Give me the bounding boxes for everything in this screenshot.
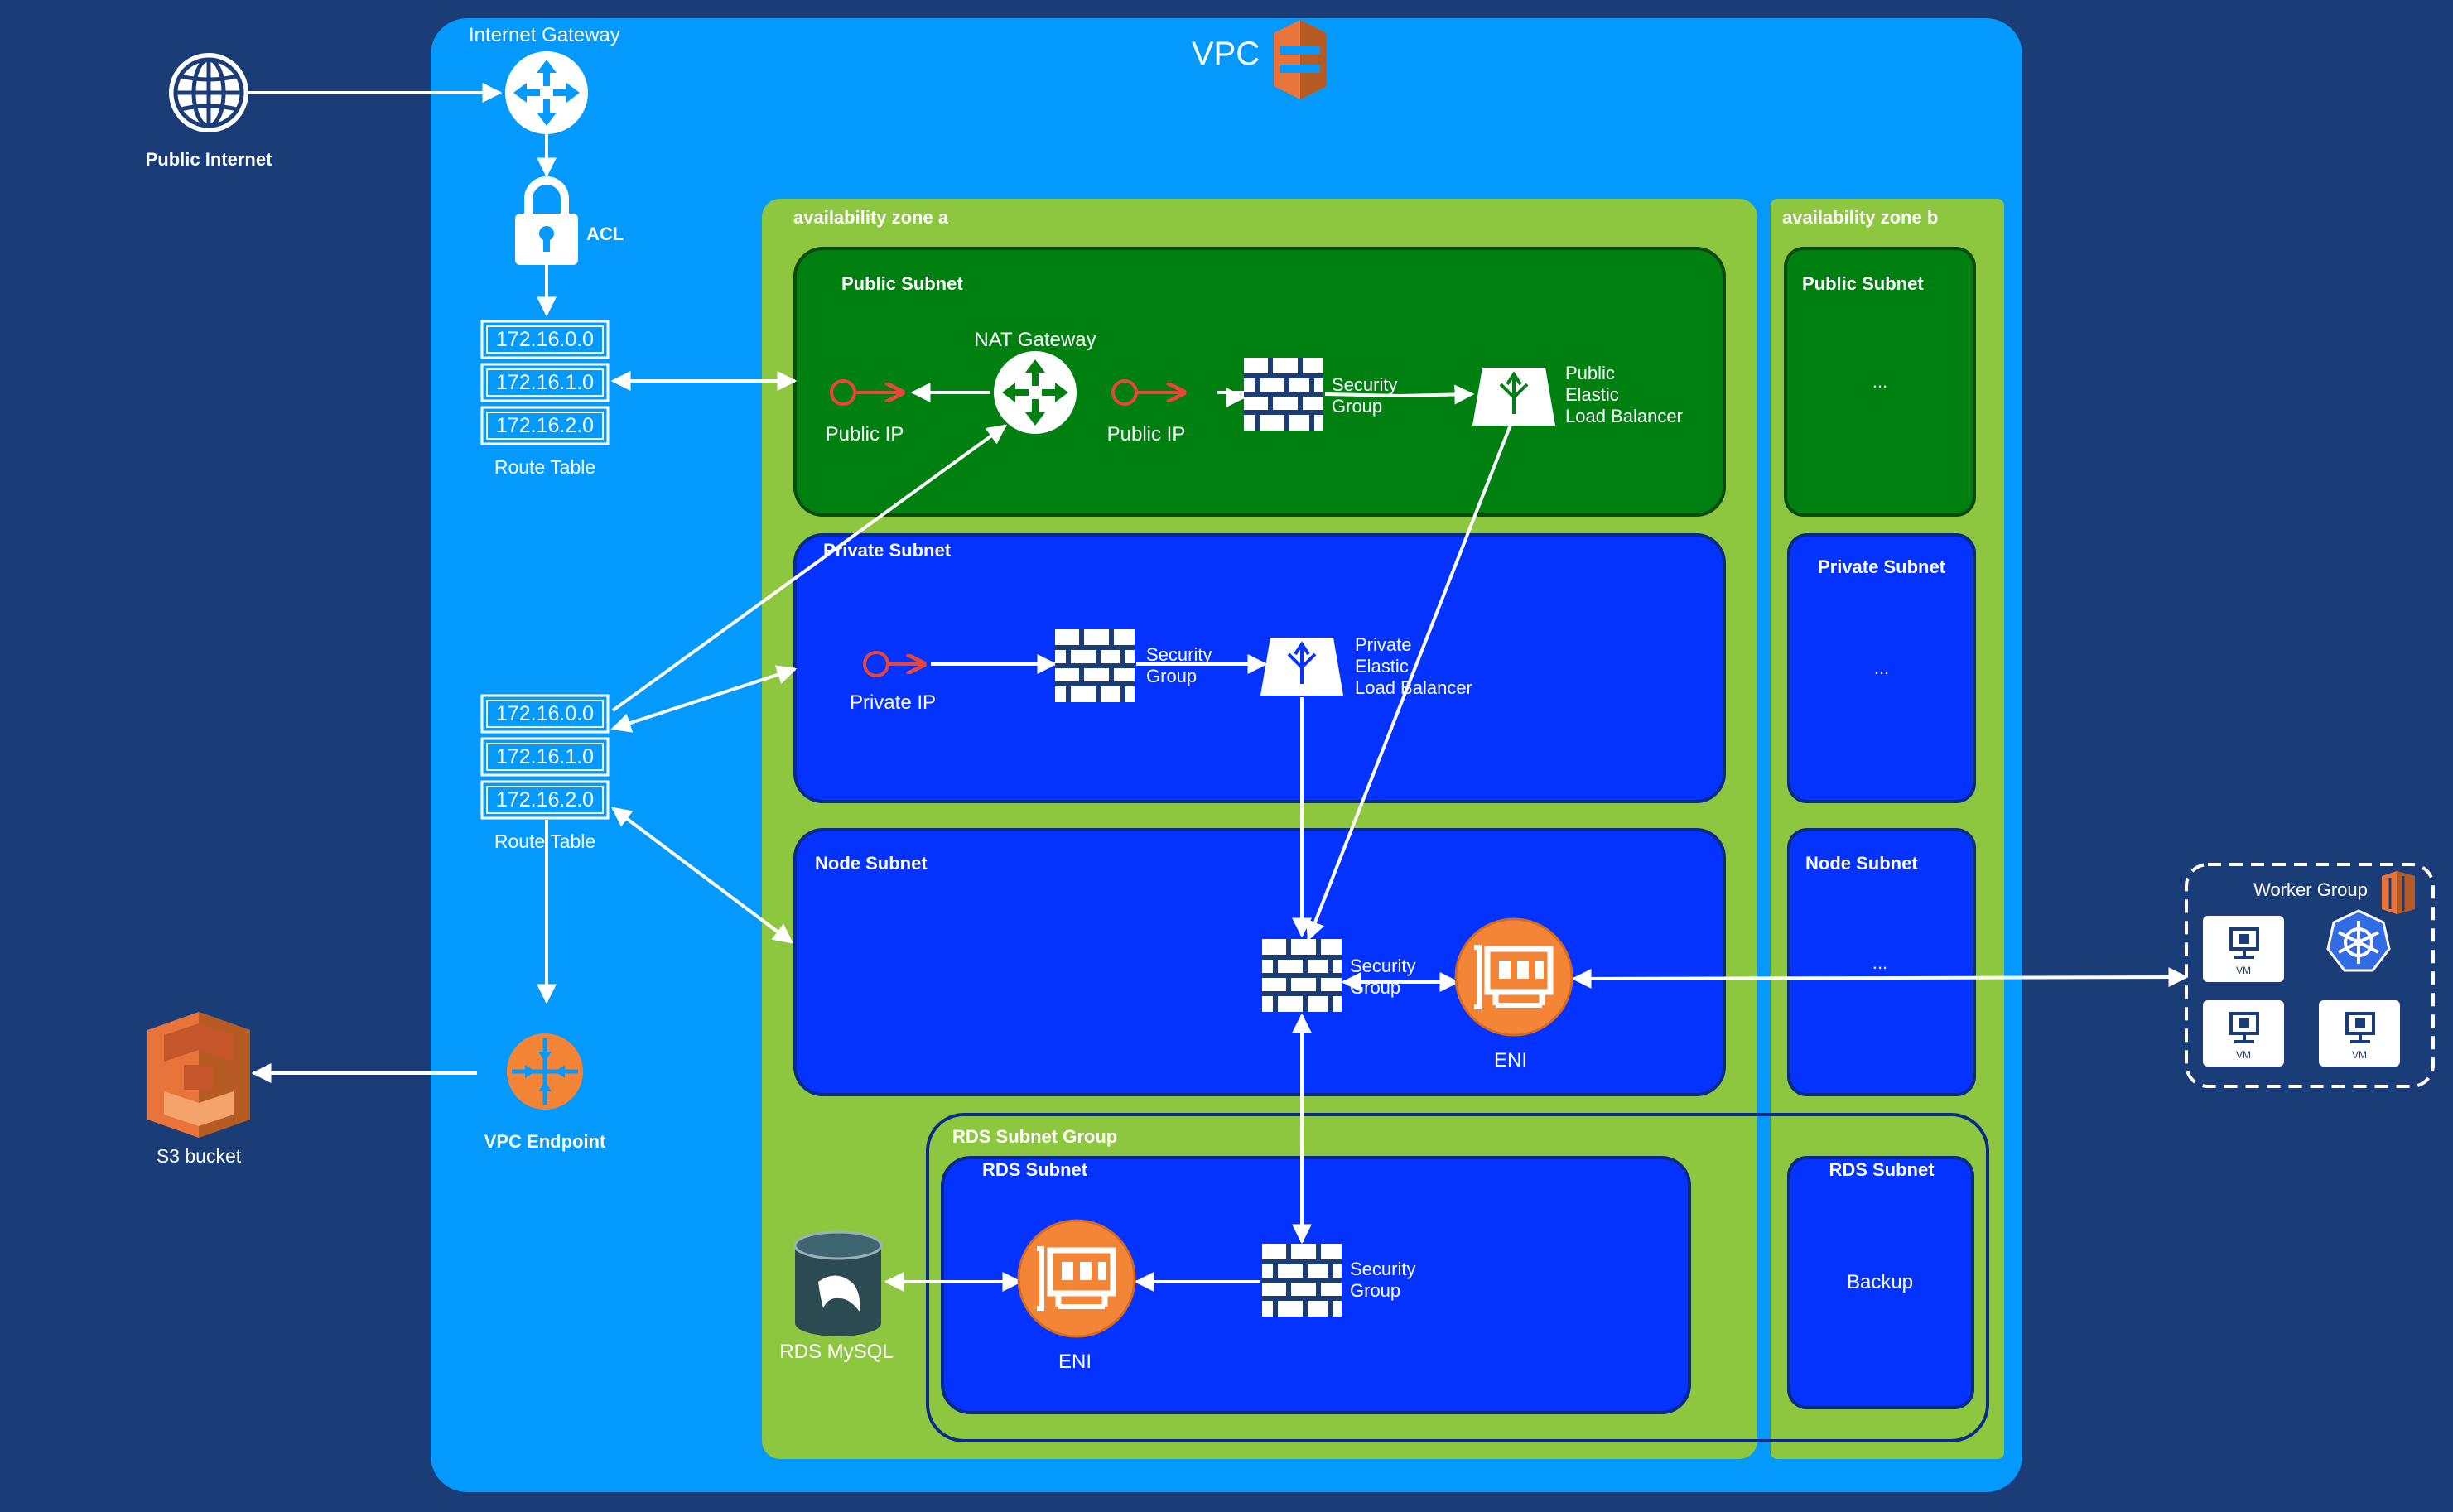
worker-group-label: Worker Group [2253,879,2368,900]
internet-gateway-label: Internet Gateway [469,24,620,46]
globe-icon [169,53,248,132]
vm-icon: VM [2317,999,2402,1068]
public-ip-2-label: Public IP [1107,423,1186,445]
vm-label: VM [2236,965,2251,976]
private-load-balancer-label: Private Elastic Load Balancer [1355,634,1472,698]
node-eni-label: ENI [1494,1049,1527,1071]
public-ip-1-label: Public IP [826,423,904,445]
public-load-balancer-label: Public Elastic Load Balancer [1565,363,1683,426]
database-icon [793,1230,883,1336]
public-subnet-b-content: ... [1872,371,1887,392]
connections [248,83,2189,1292]
worker-group-icon [2382,871,2415,914]
vm-icon: VM [2201,999,2286,1068]
kubernetes-icon [2326,909,2391,972]
security-group-line-1: Security [1332,374,1397,395]
nat-gateway-label: NAT Gateway [974,329,1096,351]
public-subnet-b-label: Public Subnet [1802,273,1924,294]
node-security-group-label: Security Group [1350,956,1421,998]
lock-icon [515,176,578,265]
rds-subnet-a-label: RDS Subnet [982,1159,1088,1180]
vm-label: VM [2352,1049,2367,1061]
private-subnet-a [793,533,1726,803]
public-security-group-label: Security Group [1332,374,1403,417]
route-entry: 172.16.2.0 [496,788,594,811]
security-group-line-2: Group [1350,977,1400,998]
route-table-bottom: 172.16.0.0 172.16.1.0 172.16.2.0 Route T… [480,694,610,852]
vpc-endpoint-icon [507,1033,583,1110]
acl-label: ACL [586,224,624,244]
route-entry: 172.16.0.0 [496,328,594,351]
private-ip-icon [863,651,924,677]
elb-line-3: Load Balancer [1355,677,1472,698]
rds-eni-label: ENI [1058,1351,1092,1373]
private-subnet-b [1787,533,1976,803]
node-subnet-a [793,828,1726,1096]
security-group-line-2: Group [1332,396,1382,417]
security-group-line-2: Group [1146,666,1197,686]
private-security-group-label: Security Group [1146,644,1217,686]
elb-line-1: Private [1355,634,1411,655]
security-group-line-2: Group [1350,1280,1400,1301]
public-internet-label: Public Internet [146,149,272,170]
route-entry: 172.16.2.0 [496,414,594,437]
node-security-group-icon [1262,939,1342,1012]
rds-security-group-label: Security Group [1350,1259,1421,1301]
node-subnet-b-content: ... [1872,952,1887,973]
rds-subnet-group-label: RDS Subnet Group [952,1126,1117,1147]
security-group-line-1: Security [1350,956,1415,976]
public-security-group-icon [1244,358,1323,431]
rds-subnet-b-content: Backup [1847,1271,1913,1293]
public-ip-2-icon [1111,379,1184,406]
node-eni-icon [1456,919,1572,1035]
node-subnet-a-label: Node Subnet [815,853,928,874]
private-ip-label: Private IP [850,691,936,714]
security-group-line-1: Security [1350,1259,1415,1279]
internet-gateway-icon [505,51,588,134]
public-load-balancer-icon [1472,368,1555,426]
route-table-bottom-label: Route Table [494,831,595,852]
zone-a-label: availability zone a [793,207,949,228]
public-subnet-a-label: Public Subnet [841,273,963,294]
vpc-endpoint-label: VPC Endpoint [484,1131,606,1152]
elb-line-2: Elastic [1565,384,1619,405]
vm-label: VM [2236,1049,2251,1061]
zone-b-label: availability zone b [1782,207,1938,228]
s3-bucket-icon [147,1012,250,1138]
rds-mysql-label: RDS MySQL [779,1341,893,1363]
elb-line-2: Elastic [1355,656,1409,677]
vm-icon: VM [2201,914,2286,984]
route-entry: 172.16.1.0 [496,371,594,394]
node-subnet-b-label: Node Subnet [1805,853,1918,874]
public-subnet-b [1784,247,1976,517]
node-subnet-b [1787,828,1976,1096]
private-subnet-b-content: ... [1874,657,1889,678]
route-entry: 172.16.1.0 [496,745,594,768]
s3-bucket-label: S3 bucket [157,1145,242,1167]
vpc-icon [1274,20,1327,99]
route-table-top: 172.16.0.0 172.16.1.0 172.16.2.0 Route T… [480,320,610,478]
route-entry: 172.16.0.0 [496,702,594,725]
private-load-balancer-icon [1260,638,1343,696]
rds-eni-icon [1019,1221,1135,1336]
route-table-top-label: Route Table [494,456,595,478]
private-security-group-icon [1055,629,1135,702]
private-subnet-b-label: Private Subnet [1818,556,1946,577]
public-ip-1-icon [830,379,903,406]
rds-subnet-b-label: RDS Subnet [1829,1159,1935,1180]
elb-line-1: Public [1565,363,1615,383]
vpc-title: VPC [1192,36,1260,72]
rds-security-group-icon [1262,1244,1342,1317]
nat-gateway-icon [994,351,1077,434]
security-group-line-1: Security [1146,644,1212,665]
elb-line-3: Load Balancer [1565,406,1683,426]
rds-subnet-b [1787,1156,1974,1409]
